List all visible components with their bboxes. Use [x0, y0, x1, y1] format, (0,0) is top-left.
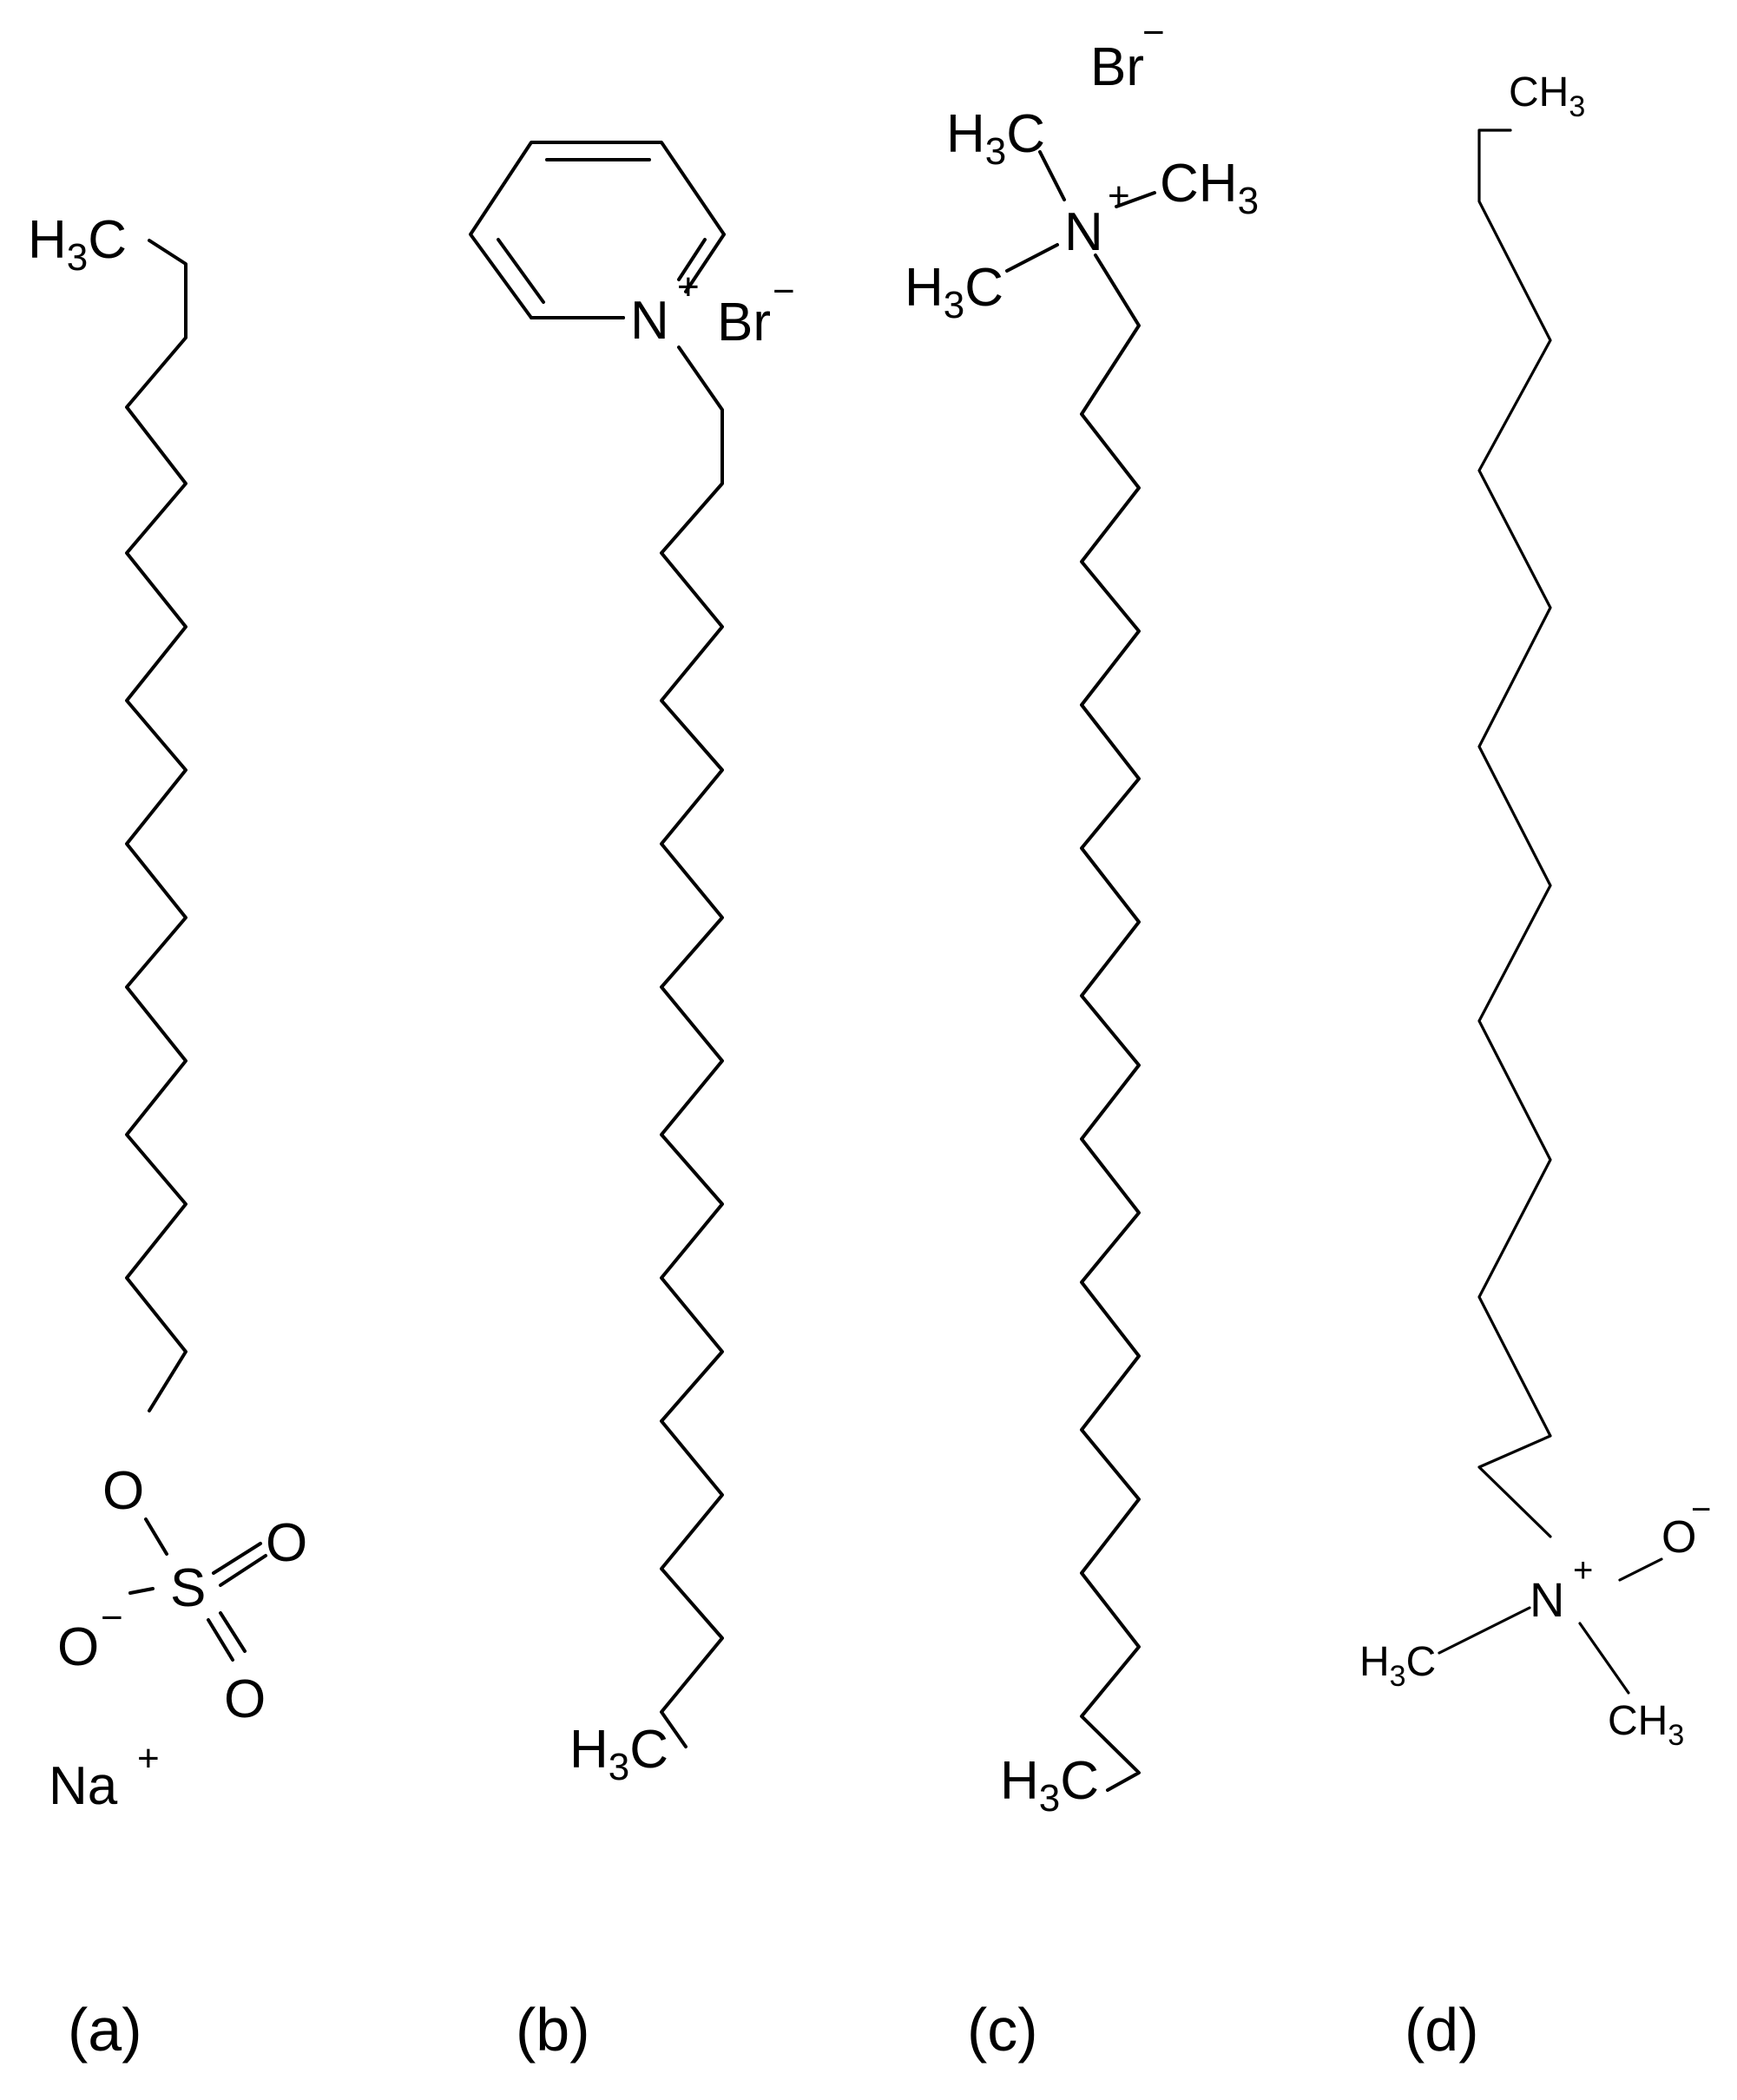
structure-d: CH3 N + O − H3C CH3 (d)	[1359, 69, 1711, 2064]
pyridinium-nitrogen-b: N	[630, 291, 669, 351]
sodium-ion-a: Na	[49, 1756, 118, 1816]
amine-nitrogen-d: N	[1530, 1572, 1564, 1627]
methyl-right-c: CH3	[1160, 154, 1259, 222]
methyl-top-a: H3C	[28, 210, 127, 279]
bromide-ion-c: Br	[1090, 37, 1144, 97]
sulfur-a: S	[170, 1558, 206, 1618]
methyl-bottom-b: H3C	[569, 1720, 668, 1788]
chain-b	[660, 346, 724, 1748]
methyl-right-d: CH3	[1608, 1698, 1684, 1752]
bond-n-methyl-left-top-c	[1038, 150, 1066, 201]
panel-label-c: (c)	[967, 1996, 1038, 2064]
methyl-left-d: H3C	[1359, 1639, 1436, 1693]
bromide-ion-b: Br	[717, 293, 771, 352]
bond-n-methyl-left-bottom-c	[1005, 243, 1059, 273]
methyl-bottom-c: H3C	[1000, 1751, 1099, 1820]
bond-s-o-double-1a	[212, 1542, 262, 1575]
nitrogen-charge-d: +	[1573, 1551, 1593, 1590]
oxide-charge-d: −	[1691, 1491, 1711, 1529]
quaternary-nitrogen-c: N	[1064, 202, 1103, 262]
panel-label-b: (b)	[516, 1996, 590, 2064]
bromide-charge-b: −	[773, 270, 795, 313]
structure-c: Br − H3C CH3 N + H3C H3C (c)	[905, 11, 1259, 2064]
bond-s-o-double-1b	[219, 1554, 267, 1587]
anion-charge-a: −	[101, 1596, 123, 1639]
bond-n-methyl-right-d	[1578, 1622, 1630, 1695]
methyl-left-bottom-c: H3C	[905, 258, 1003, 326]
chain-a	[125, 239, 188, 1412]
ring-double-left-b	[497, 238, 545, 304]
methyl-top-d: CH3	[1509, 69, 1585, 123]
bond-n-methyl-left-d	[1438, 1606, 1531, 1655]
nitrogen-charge-c: +	[1108, 174, 1130, 217]
oxide-oxygen-d: O	[1661, 1512, 1696, 1563]
bond-o-s-a	[144, 1517, 168, 1556]
panel-label-a: (a)	[68, 1996, 142, 2064]
anion-oxygen-a: O	[57, 1617, 99, 1677]
ring-bond-n-right-b	[684, 233, 726, 293]
bond-s-o-anion-a	[128, 1587, 155, 1595]
oxo-oxygen-2-a: O	[224, 1669, 266, 1729]
bond-s-o-double-2a	[207, 1618, 234, 1662]
oxo-oxygen-1-a: O	[266, 1513, 307, 1573]
bond-s-o-double-2b	[219, 1611, 247, 1653]
ester-oxygen-a: O	[102, 1461, 144, 1521]
bond-n-o-d	[1618, 1557, 1663, 1582]
structure-a: H3C O S O O O − Na + (a)	[28, 210, 307, 2064]
bond-n-methyl-right-c	[1115, 191, 1156, 208]
bromide-charge-c: −	[1142, 11, 1165, 54]
chain-d	[1477, 128, 1552, 1538]
chain-c	[1080, 253, 1141, 1792]
panel-label-d: (d)	[1405, 1996, 1479, 2064]
sodium-charge-a: +	[137, 1737, 160, 1780]
methyl-left-top-c: H3C	[946, 104, 1045, 173]
structure-b: N + Br − H3C (b)	[469, 141, 795, 2064]
nitrogen-charge-b: +	[677, 266, 700, 308]
ring-double-right-b	[677, 238, 707, 281]
